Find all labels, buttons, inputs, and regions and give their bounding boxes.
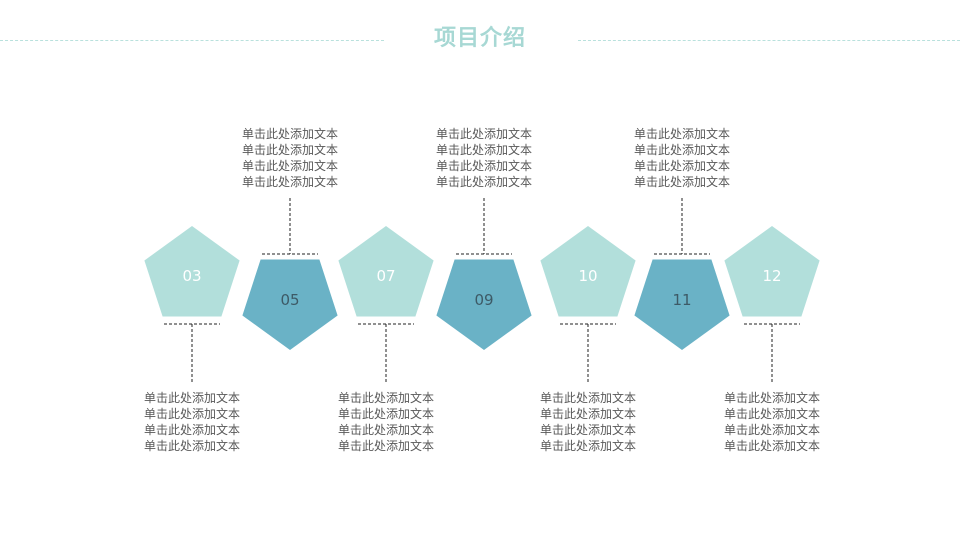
step-number-11: 11 [672,291,691,309]
step-text-line: 单击此处添加文本 [633,175,730,189]
step-text-line: 单击此处添加文本 [143,391,240,405]
step-pentagon-10 [540,226,636,317]
step-text-line: 单击此处添加文本 [241,127,338,141]
step-text-line: 单击此处添加文本 [435,143,532,157]
step-text-line: 单击此处添加文本 [241,159,338,173]
step-text-line: 单击此处添加文本 [337,407,434,421]
step-text-line: 单击此处添加文本 [143,407,240,421]
step-number-10: 10 [578,267,597,285]
step-number-03: 03 [182,267,201,285]
step-text-line: 单击此处添加文本 [633,143,730,157]
step-text-line: 单击此处添加文本 [539,423,636,437]
step-text-line: 单击此处添加文本 [435,127,532,141]
step-text-line: 单击此处添加文本 [435,159,532,173]
step-pentagon-03 [144,226,240,317]
step-number-05: 05 [280,291,299,309]
step-number-09: 09 [474,291,493,309]
step-text-line: 单击此处添加文本 [723,407,820,421]
step-text-line: 单击此处添加文本 [337,391,434,405]
step-text-12[interactable]: 单击此处添加文本单击此处添加文本单击此处添加文本单击此处添加文本 [702,390,842,454]
step-text-line: 单击此处添加文本 [723,423,820,437]
step-text-line: 单击此处添加文本 [539,407,636,421]
step-text-line: 单击此处添加文本 [723,391,820,405]
step-text-line: 单击此处添加文本 [633,159,730,173]
step-text-line: 单击此处添加文本 [337,439,434,453]
step-text-line: 单击此处添加文本 [337,423,434,437]
step-number-12: 12 [762,267,781,285]
step-text-05[interactable]: 单击此处添加文本单击此处添加文本单击此处添加文本单击此处添加文本 [220,126,360,190]
step-pentagon-05 [242,259,338,350]
step-text-07[interactable]: 单击此处添加文本单击此处添加文本单击此处添加文本单击此处添加文本 [316,390,456,454]
step-text-line: 单击此处添加文本 [435,175,532,189]
step-text-line: 单击此处添加文本 [241,143,338,157]
title-rule-right [578,40,960,41]
step-pentagon-09 [436,259,532,350]
step-text-03[interactable]: 单击此处添加文本单击此处添加文本单击此处添加文本单击此处添加文本 [122,390,262,454]
step-text-line: 单击此处添加文本 [539,439,636,453]
step-text-11[interactable]: 单击此处添加文本单击此处添加文本单击此处添加文本单击此处添加文本 [612,126,752,190]
step-text-line: 单击此处添加文本 [723,439,820,453]
step-pentagon-11 [634,259,730,350]
step-text-line: 单击此处添加文本 [241,175,338,189]
step-text-line: 单击此处添加文本 [143,423,240,437]
step-text-line: 单击此处添加文本 [633,127,730,141]
step-text-10[interactable]: 单击此处添加文本单击此处添加文本单击此处添加文本单击此处添加文本 [518,390,658,454]
step-text-line: 单击此处添加文本 [143,439,240,453]
step-pentagon-12 [724,226,820,317]
step-text-line: 单击此处添加文本 [539,391,636,405]
title-rule-left [0,40,384,41]
step-number-07: 07 [376,267,395,285]
step-pentagon-07 [338,226,434,317]
step-text-09[interactable]: 单击此处添加文本单击此处添加文本单击此处添加文本单击此处添加文本 [414,126,554,190]
page-title: 项目介绍 [433,26,526,51]
